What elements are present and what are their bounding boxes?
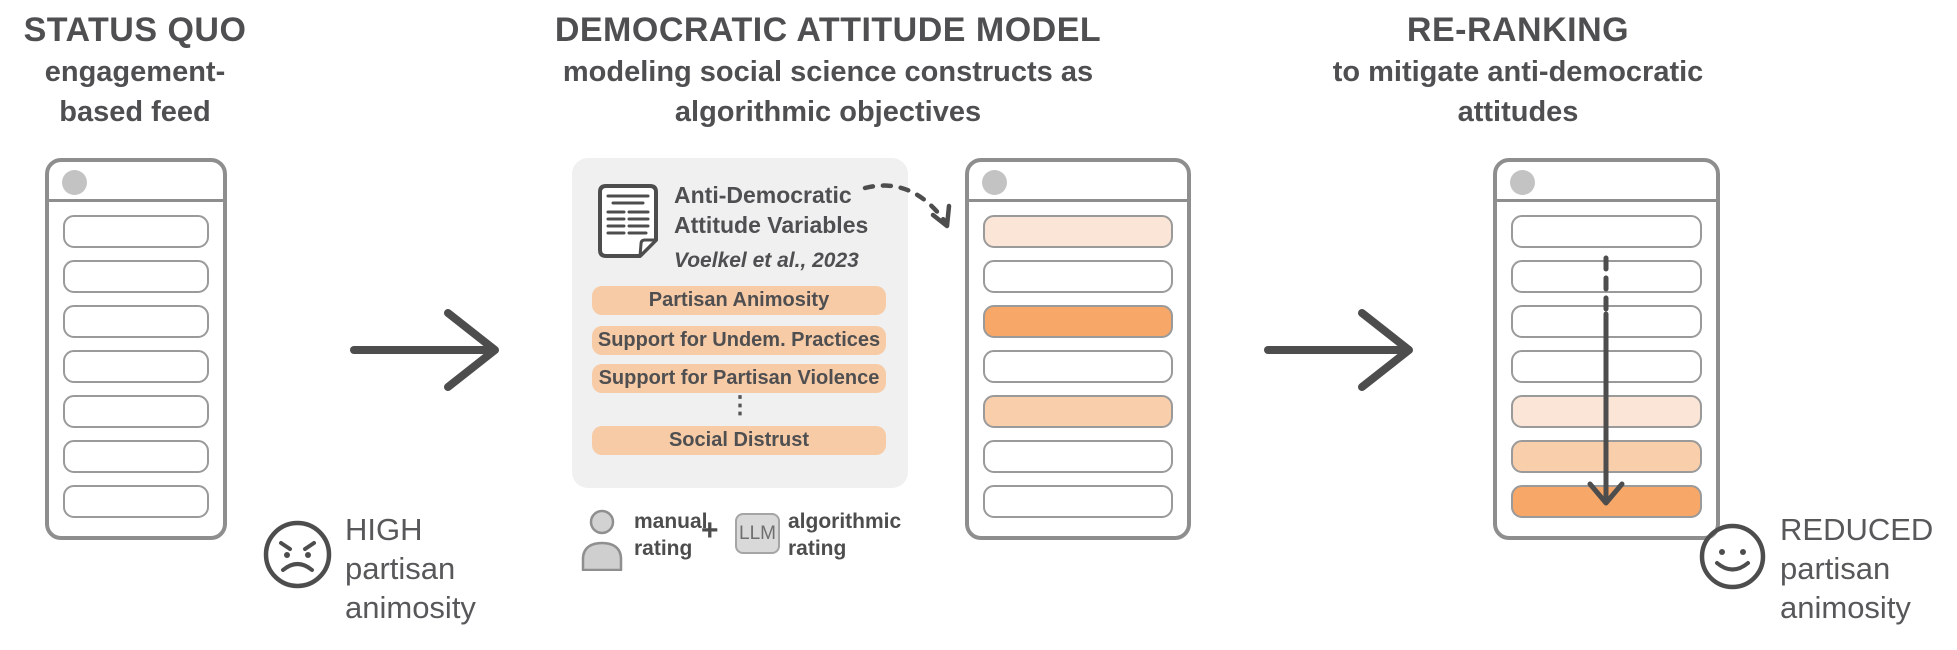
phone-header [49, 162, 223, 202]
status-quo-subtitle-line1: engagement- [44, 56, 226, 88]
algorithmic-rating-label: algorithmic rating [788, 508, 901, 562]
feed-list [969, 202, 1187, 531]
feed-item-row-strong [983, 305, 1173, 338]
status-quo-feed-phone [45, 158, 227, 540]
variable-pill-partisan-violence: Support for Partisan Violence [592, 364, 886, 393]
mood-line2: partisan [345, 551, 456, 586]
feed-item-row-none [63, 350, 209, 383]
scored-feed-phone [965, 158, 1191, 540]
variable-pill-social-distrust: Social Distrust [592, 426, 886, 455]
smiley-face-icon [1699, 523, 1766, 590]
feed-item-row-none [983, 485, 1173, 518]
feed-item-row-none [983, 260, 1173, 293]
mood-line1: REDUCED [1780, 512, 1934, 547]
mood-line2: partisan [1780, 551, 1891, 586]
feed-item-row-none [63, 260, 209, 293]
person-icon [581, 509, 623, 571]
doc-title-line1: Anti-Democratic [674, 182, 852, 208]
reranking-header: RE-RANKING to mitigate anti-democratic a… [1228, 8, 1808, 132]
reduced-animosity-label: REDUCED partisan animosity [1780, 510, 1933, 627]
status-quo-subtitle-line2: based feed [59, 96, 211, 128]
phone-header [969, 162, 1187, 202]
vertical-ellipsis-icon: ⋮ [728, 392, 752, 419]
model-title: DEMOCRATIC ATTITUDE MODEL [554, 11, 1102, 49]
variable-pill-undemocratic-practices: Support for Undem. Practices [592, 326, 886, 355]
mood-line1: HIGH [345, 512, 423, 547]
feed-item-row-none [63, 395, 209, 428]
model-subtitle-line1: modeling social science constructs as [562, 56, 1094, 88]
angry-face-icon [263, 520, 332, 589]
status-quo-title: STATUS QUO [23, 11, 247, 49]
phone-header [1497, 162, 1716, 202]
feed-item-row-medium [983, 395, 1173, 428]
reranking-subtitle-line1: to mitigate anti-democratic [1332, 56, 1704, 88]
dashed-arrow-icon [862, 183, 952, 229]
plus-sign: + [701, 514, 719, 547]
manual-rating-label: manual rating [634, 508, 708, 562]
feed-item-row-none [1511, 215, 1702, 248]
high-animosity-label: HIGH partisan animosity [345, 510, 476, 627]
model-subtitle-line2: algorithmic objectives [674, 96, 982, 128]
avatar-dot-icon [62, 170, 87, 195]
arrow-right-icon [350, 309, 499, 391]
doc-citation: Voelkel et al., 2023 [674, 249, 859, 272]
reranking-title: RE-RANKING [1406, 11, 1630, 49]
rerank-down-arrow-icon [1587, 255, 1625, 506]
arrow-right-icon [1264, 309, 1413, 391]
feed-item-row-none [63, 485, 209, 518]
algorithmic-rating-line1: algorithmic [788, 510, 902, 533]
doc-title-line2: Attitude Variables [674, 212, 869, 238]
mood-line3: animosity [1780, 590, 1911, 625]
variable-pill-partisan-animosity: Partisan Animosity [592, 286, 886, 315]
avatar-dot-icon [1510, 170, 1535, 195]
mood-line3: animosity [345, 590, 476, 625]
avatar-dot-icon [982, 170, 1007, 195]
feed-item-row-none [63, 215, 209, 248]
feed-item-row-none [983, 350, 1173, 383]
feed-item-row-none [63, 440, 209, 473]
llm-chip: LLM [735, 513, 780, 554]
feed-list [49, 202, 223, 531]
manual-rating-line1: manual [634, 510, 708, 533]
feed-item-row-none [983, 440, 1173, 473]
model-header: DEMOCRATIC ATTITUDE MODEL modeling socia… [538, 8, 1118, 132]
manual-rating-line2: rating [634, 537, 693, 560]
feed-item-row-none [63, 305, 209, 338]
algorithmic-rating-line2: rating [788, 537, 847, 560]
document-icon [598, 184, 658, 258]
panel-doc-text: Anti-Democratic Attitude Variables Voelk… [674, 180, 900, 274]
status-quo-header: STATUS QUO engagement- based feed [0, 8, 270, 132]
feed-item-row-light [983, 215, 1173, 248]
variables-panel: Anti-Democratic Attitude Variables Voelk… [572, 158, 908, 488]
reranking-subtitle-line2: attitudes [1457, 96, 1579, 128]
